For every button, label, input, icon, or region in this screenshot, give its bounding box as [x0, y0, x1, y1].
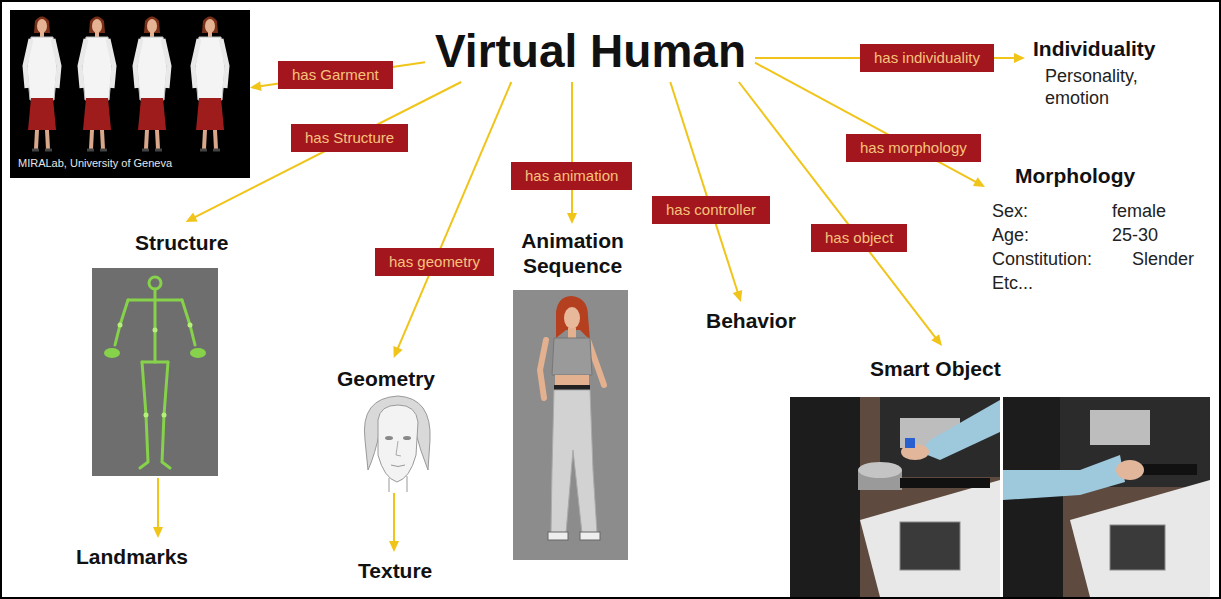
connector-arrow	[389, 493, 399, 552]
node-heading: Texture	[358, 558, 432, 583]
morphology-value: 25-30	[1112, 225, 1158, 247]
individuality-node: IndividualityPersonality, emotion	[1025, 32, 1193, 118]
animation-picture	[513, 290, 628, 560]
connector-line	[398, 82, 512, 349]
arrow-head	[393, 346, 402, 358]
morphology-value: Etc...	[992, 273, 1033, 295]
connector-arrow	[153, 478, 163, 538]
geometry-node: Geometry	[330, 358, 460, 493]
connector-arrow	[755, 63, 985, 187]
edge-label: has morphology	[846, 134, 981, 162]
edge-label: has animation	[511, 162, 632, 190]
behavior-node: Behavior	[700, 302, 818, 338]
head-model	[364, 396, 430, 492]
connector-line	[393, 493, 395, 542]
connector-arrow	[186, 82, 462, 222]
morphology-value: female	[1112, 201, 1166, 223]
arrow-head	[389, 541, 399, 552]
node-heading: Geometry	[337, 366, 435, 391]
landmarks-node: Landmarks	[70, 538, 210, 574]
connector-arrow	[567, 82, 577, 224]
title-node: Virtual Human	[425, 20, 755, 82]
edge-label: has Structure	[291, 124, 408, 152]
structure-node: Structure	[88, 222, 248, 478]
arrow-head	[186, 213, 198, 222]
node-heading: Smart Object	[870, 356, 1001, 381]
morphology-value: Sex:	[992, 201, 1028, 223]
edge-label: has Garment	[278, 61, 393, 89]
node-heading: Morphology	[1015, 163, 1135, 188]
arrow-head	[153, 527, 163, 538]
node-heading: Behavior	[706, 308, 796, 333]
edge-label: has individuality	[860, 44, 994, 72]
node-heading: Structure	[135, 230, 228, 255]
arrow-head	[1014, 53, 1025, 63]
arrow-head	[931, 334, 942, 346]
arrow-head	[973, 177, 985, 187]
connector-line	[157, 478, 159, 528]
texture-node: Texture	[350, 552, 454, 588]
connector-line	[670, 82, 737, 292]
arrow-head	[250, 81, 262, 91]
connector-line	[195, 82, 462, 217]
edge-label: has geometry	[375, 248, 494, 276]
connector-line	[571, 82, 573, 214]
garment-picture	[10, 10, 250, 178]
smart-object-picture	[790, 397, 1210, 597]
connector-line	[755, 63, 976, 182]
diagram-title: Virtual Human	[435, 24, 746, 79]
edge-label: has controller	[652, 196, 770, 224]
animation-node: Animation Sequence	[505, 224, 644, 564]
node-heading: Landmarks	[76, 544, 188, 569]
morphology-value: Age:	[992, 225, 1029, 247]
connector-arrow	[670, 82, 742, 302]
node-heading: Individuality	[1033, 36, 1156, 61]
node-body: Personality, emotion	[1045, 66, 1175, 109]
morphology-node: Morphology	[985, 157, 1150, 197]
arrow-head	[567, 213, 577, 224]
garment-panel: MIRALab, University of Geneva	[10, 10, 250, 178]
credit-text: MIRALab, University of Geneva	[18, 157, 172, 170]
node-heading: Animation Sequence	[505, 228, 640, 278]
connector-arrow	[393, 82, 511, 358]
morphology-value: Constitution:	[992, 249, 1092, 271]
morphology-value: Slender	[1132, 249, 1194, 271]
smart-object-node: Smart Object	[788, 346, 1212, 598]
arrow-head	[733, 290, 743, 302]
edge-label: has object	[811, 224, 907, 252]
skeleton-picture	[92, 268, 218, 476]
